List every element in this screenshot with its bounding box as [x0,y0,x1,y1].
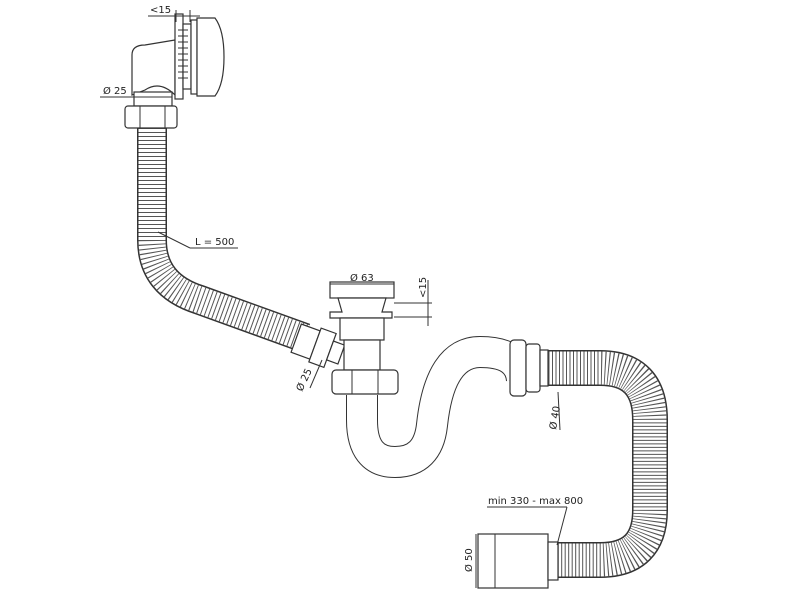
label-trap-outlet-diameter: Ø 40 [547,405,563,431]
overflow-hose [137,128,311,353]
label-overflow-hose-diameter: Ø 25 [103,85,127,97]
trap-outlet-nut [509,339,549,397]
label-outlet-diameter: Ø 50 [463,548,475,572]
overflow-connector [290,323,346,369]
label-overflow-inlet-diameter: Ø 25 [294,367,315,394]
label-overflow-flange-depth: <15 [150,5,171,16]
dimension-lines [100,10,568,588]
waste-body [329,281,399,395]
label-outlet-hose-length: min 330 - max 800 [488,496,583,507]
label-overflow-hose-length: L = 500 [195,237,234,248]
overflow-fitting [124,13,225,129]
outlet-hose [545,350,668,578]
label-waste-flange-depth: <15 [418,277,429,298]
s-trap [346,335,538,479]
outlet-pipe [477,533,559,589]
label-waste-diameter: Ø 63 [350,272,374,284]
